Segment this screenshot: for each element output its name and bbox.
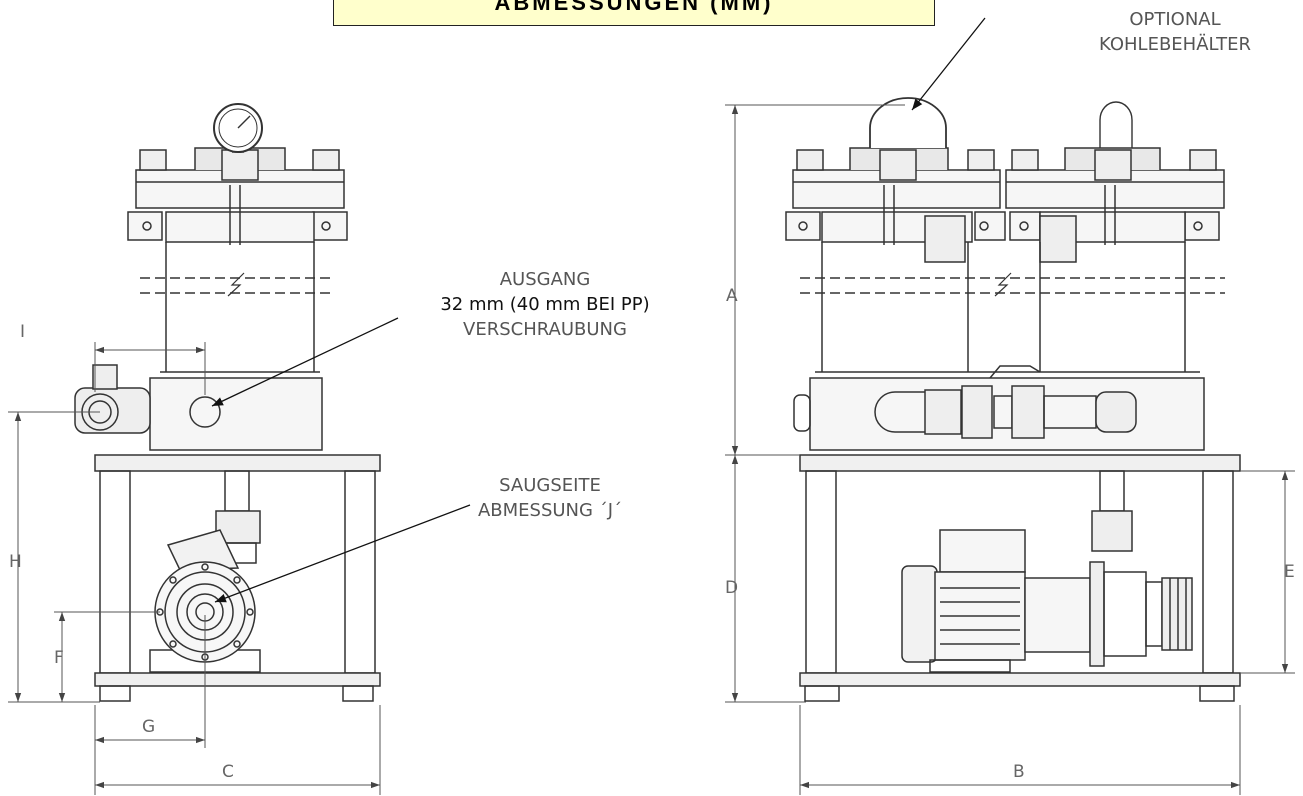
optional-label: OPTIONAL <box>1129 9 1221 30</box>
title-box: ABMESSUNGEN (MM) <box>333 0 935 26</box>
side-view <box>74 103 381 702</box>
outlet-callout: AUSGANG 32 mm (40 mm BEI PP) VERSCHRAUBU… <box>400 267 690 342</box>
dimension-b-label: B <box>1013 762 1025 782</box>
page-title: ABMESSUNGEN (MM) <box>494 0 774 15</box>
dimension-c-label: C <box>222 762 234 782</box>
dimension-f-label: F <box>54 648 64 668</box>
dimension-e-label: E <box>1284 562 1295 582</box>
suction-dimension-label: ABMESSUNG ´J´ <box>477 500 623 521</box>
dimension-i-label: I <box>20 322 26 342</box>
pump-motor-icon <box>901 529 1193 673</box>
dimension-a-label: A <box>726 286 738 306</box>
carbon-vessel-label: KOHLEBEHÄLTER <box>1099 34 1251 55</box>
outlet-size-label: 32 mm (40 mm BEI PP) <box>440 294 650 315</box>
optional-carbon-callout: OPTIONAL KOHLEBEHÄLTER <box>1060 7 1290 57</box>
outlet-fitting-label: VERSCHRAUBUNG <box>463 319 627 340</box>
suction-label: SAUGSEITE <box>499 475 601 496</box>
dimension-d-label: D <box>725 578 739 598</box>
pressure-gauge-icon <box>213 103 263 153</box>
dimension-g-label: G <box>142 717 156 737</box>
outlet-label: AUSGANG <box>499 269 591 290</box>
dimension-h-label: H <box>9 552 22 572</box>
front-view <box>785 97 1241 702</box>
suction-callout: SAUGSEITE ABMESSUNG ´J´ <box>440 473 660 523</box>
